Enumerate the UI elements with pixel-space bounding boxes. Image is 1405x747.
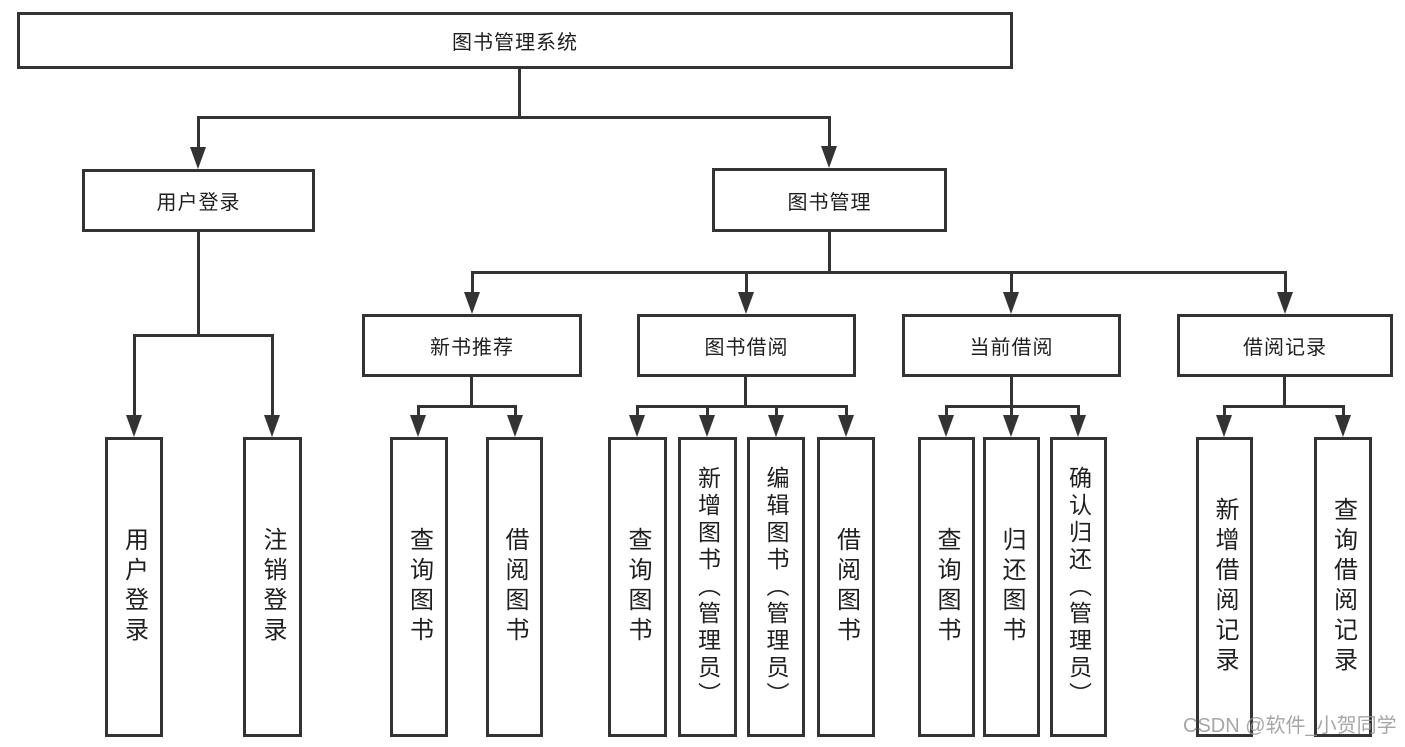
leaf-logout-label: 注销登录: [259, 527, 286, 647]
leaf-query-book-recommend: 查询图书: [390, 437, 448, 737]
leaf-borrow-book-recommend-label: 借阅图书: [501, 527, 528, 647]
node-root-label: 图书管理系统: [452, 32, 578, 54]
leaf-edit-book-admin-label: 编辑图书（管理员）: [763, 465, 789, 709]
leaf-query-book-current: 查询图书: [918, 437, 975, 737]
connector-leaf-logout-stem: [271, 334, 274, 418]
leaf-confirm-return-admin-label: 确认归还（管理员）: [1065, 465, 1092, 709]
leaf-add-book-admin: 新增图书（管理员）: [678, 437, 737, 737]
node-current-borrow: 当前借阅: [902, 314, 1121, 377]
connector-groupC-hline: [636, 405, 848, 408]
arrowhead-book-borrow: [738, 292, 754, 314]
arrowhead-book-mgmt: [821, 146, 837, 168]
leaf-borrow-book-recommend: 借阅图书: [486, 437, 543, 737]
node-current-borrow-label: 当前借阅: [969, 337, 1054, 359]
connector-groupE-hline: [1223, 405, 1345, 408]
connector-user-login-hline: [133, 334, 274, 337]
node-book-management-label: 图书管理: [787, 191, 872, 214]
connector-groupD-leaf3-stem: [1077, 405, 1080, 419]
connector-groupB-leaf1-stem: [417, 405, 420, 419]
arrowhead-borrow-book-recommend: [507, 415, 523, 437]
leaf-user-login: 用户登录: [105, 437, 163, 737]
leaf-query-book-borrow: 查询图书: [608, 437, 667, 737]
leaf-add-borrow-record-label: 新增借阅记录: [1211, 497, 1238, 677]
leaf-borrow-book-borrow-label: 借阅图书: [832, 527, 860, 647]
connector-groupC-leaf1-stem: [636, 405, 639, 419]
node-new-book-recommend-label: 新书推荐: [430, 337, 514, 359]
arrowhead-add-borrow-record: [1216, 415, 1232, 437]
leaf-add-book-admin-label: 新增图书（管理员）: [694, 465, 721, 709]
arrowhead-confirm-return-admin: [1070, 415, 1086, 437]
node-book-borrow-label: 图书借阅: [704, 337, 789, 359]
arrowhead-query-borrow-record: [1335, 415, 1351, 437]
node-new-book-recommend: 新书推荐: [362, 314, 582, 377]
connector-groupB-hline: [417, 405, 517, 408]
connector-user-login-stem: [197, 116, 200, 149]
connector-groupC-stem: [744, 377, 747, 408]
node-borrow-records-label: 借阅记录: [1243, 337, 1327, 359]
leaf-query-book-recommend-label: 查询图书: [405, 527, 433, 647]
arrowhead-user-login: [190, 147, 206, 169]
node-borrow-records: 借阅记录: [1177, 314, 1393, 377]
arrowhead-current-borrow: [1003, 292, 1019, 314]
leaf-add-borrow-record: 新增借阅记录: [1196, 437, 1253, 737]
connector-root-stem: [518, 69, 521, 118]
connector-current-borrow-stem: [1010, 271, 1013, 295]
leaf-logout: 注销登录: [243, 437, 302, 737]
connector-groupE-leaf2-stem: [1342, 405, 1345, 419]
connector-level2-hline: [197, 116, 831, 119]
leaf-query-book-current-label: 查询图书: [933, 527, 960, 647]
arrowhead-return-book: [1003, 415, 1019, 437]
leaf-user-login-label: 用户登录: [120, 527, 148, 647]
arrowhead-new-book: [464, 292, 480, 314]
connector-groupE-leaf1-stem: [1223, 405, 1226, 419]
connector-book-mgmt-stem: [828, 116, 831, 149]
arrowhead-add-book-admin: [699, 415, 715, 437]
leaf-query-borrow-record: 查询借阅记录: [1314, 437, 1372, 737]
leaf-query-book-borrow-label: 查询图书: [624, 527, 651, 647]
connector-groupD-leaf1-stem: [945, 405, 948, 419]
connector-book-borrow-stem: [745, 271, 748, 295]
csdn-watermark: CSDN @软件_小贺同学: [1183, 715, 1397, 737]
connector-groupB-stem: [470, 377, 473, 408]
connector-book-mgmt-down: [828, 232, 831, 274]
leaf-return-book: 归还图书: [983, 437, 1040, 737]
connector-groupB-leaf2-stem: [514, 405, 517, 419]
connector-leaf-user-login-stem: [133, 334, 136, 418]
connector-groupD-stem: [1010, 377, 1013, 408]
arrowhead-borrow-records: [1277, 292, 1293, 314]
arrowhead-leaf-logout: [264, 415, 280, 437]
node-book-management: 图书管理: [712, 168, 947, 232]
connector-groupE-stem: [1283, 377, 1286, 408]
arrowhead-query-book-borrow: [629, 415, 645, 437]
connector-groupC-leaf3-stem: [775, 405, 778, 419]
connector-groupD-leaf2-stem: [1010, 405, 1013, 419]
leaf-borrow-book-borrow: 借阅图书: [817, 437, 875, 737]
leaf-return-book-label: 归还图书: [998, 527, 1025, 647]
connector-borrow-records-stem: [1284, 271, 1287, 295]
connector-groupC-leaf4-stem: [845, 405, 848, 419]
node-user-login: 用户登录: [82, 169, 315, 232]
leaf-edit-book-admin: 编辑图书（管理员）: [747, 437, 805, 737]
connector-new-book-stem: [471, 271, 474, 295]
leaf-query-borrow-record-label: 查询借阅记录: [1329, 497, 1357, 677]
connector-groupC-leaf2-stem: [706, 405, 709, 419]
connector-level3-hline: [471, 271, 1287, 274]
arrowhead-edit-book-admin: [768, 415, 784, 437]
connector-user-login-down: [197, 232, 200, 336]
arrowhead-query-book-current: [938, 415, 954, 437]
node-root: 图书管理系统: [17, 12, 1013, 69]
arrowhead-borrow-book-borrow: [838, 415, 854, 437]
arrowhead-leaf-user-login: [126, 415, 142, 437]
node-book-borrow: 图书借阅: [637, 314, 856, 377]
leaf-confirm-return-admin: 确认归还（管理员）: [1050, 437, 1107, 737]
node-user-login-label: 用户登录: [156, 192, 241, 214]
arrowhead-query-book-recommend: [410, 415, 426, 437]
